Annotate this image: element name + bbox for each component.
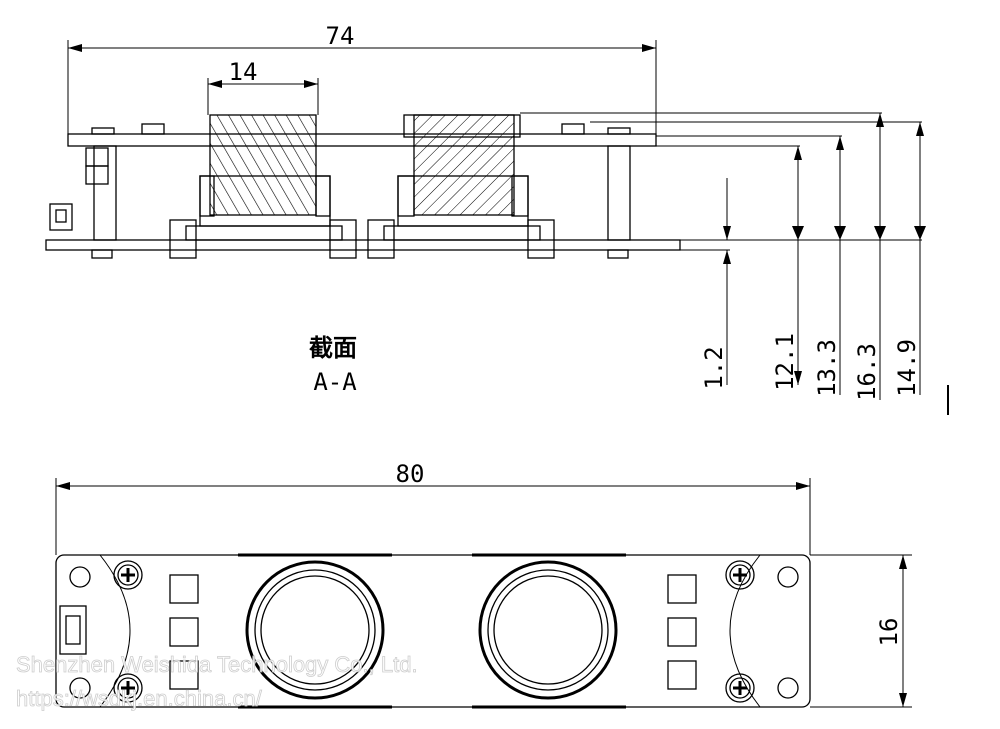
dim-80: 80 [55,460,811,555]
screw-icon [113,673,143,703]
connector-side [49,203,73,231]
bottom-board [45,239,681,251]
dim-label-14: 14 [229,58,258,86]
screw-icon [725,560,755,590]
mount-hole [777,566,799,588]
watermark-url: https://wsdkj.en.china.cn/ [16,686,263,711]
pad [667,617,697,647]
mount-hole [69,677,91,699]
watermark-company: Shenzhen Weishida Technology Co., Ltd. [16,652,418,677]
section-subtitle: A-A [313,368,357,396]
height-dims: 1.2 12.1 13.3 16.3 14.9 [520,112,949,415]
pad [169,574,199,604]
bottom-view: 80 [55,460,912,709]
dim-16: 16 [810,554,912,708]
dim-label-12-1: 12.1 [771,333,799,391]
top-board [67,133,657,147]
pad [169,617,199,647]
board-outline [55,554,811,708]
dim-14: 14 [207,58,319,115]
connector [59,605,87,655]
lens-2-section [367,114,555,259]
lens-2 [478,560,618,700]
dim-74: 74 [67,22,657,134]
mount-hole [777,677,799,699]
dim-label-1-2: 1.2 [700,346,728,389]
dim-label-14-9: 14.9 [893,339,921,397]
dim-label-80: 80 [396,460,425,488]
lens-1 [245,560,385,700]
section-title: 截面 [309,334,357,362]
mount-hole [69,566,91,588]
dim-label-16: 16 [875,618,903,647]
pad [667,660,697,690]
screw-icon [725,673,755,703]
section-view: 74 14 [45,22,949,415]
pad [169,660,199,690]
dim-label-13-3: 13.3 [813,339,841,397]
pad [667,574,697,604]
dim-label-16-3: 16.3 [853,343,881,401]
dim-label-74: 74 [326,22,355,50]
lens-1-section [169,114,357,259]
screw-icon [113,560,143,590]
